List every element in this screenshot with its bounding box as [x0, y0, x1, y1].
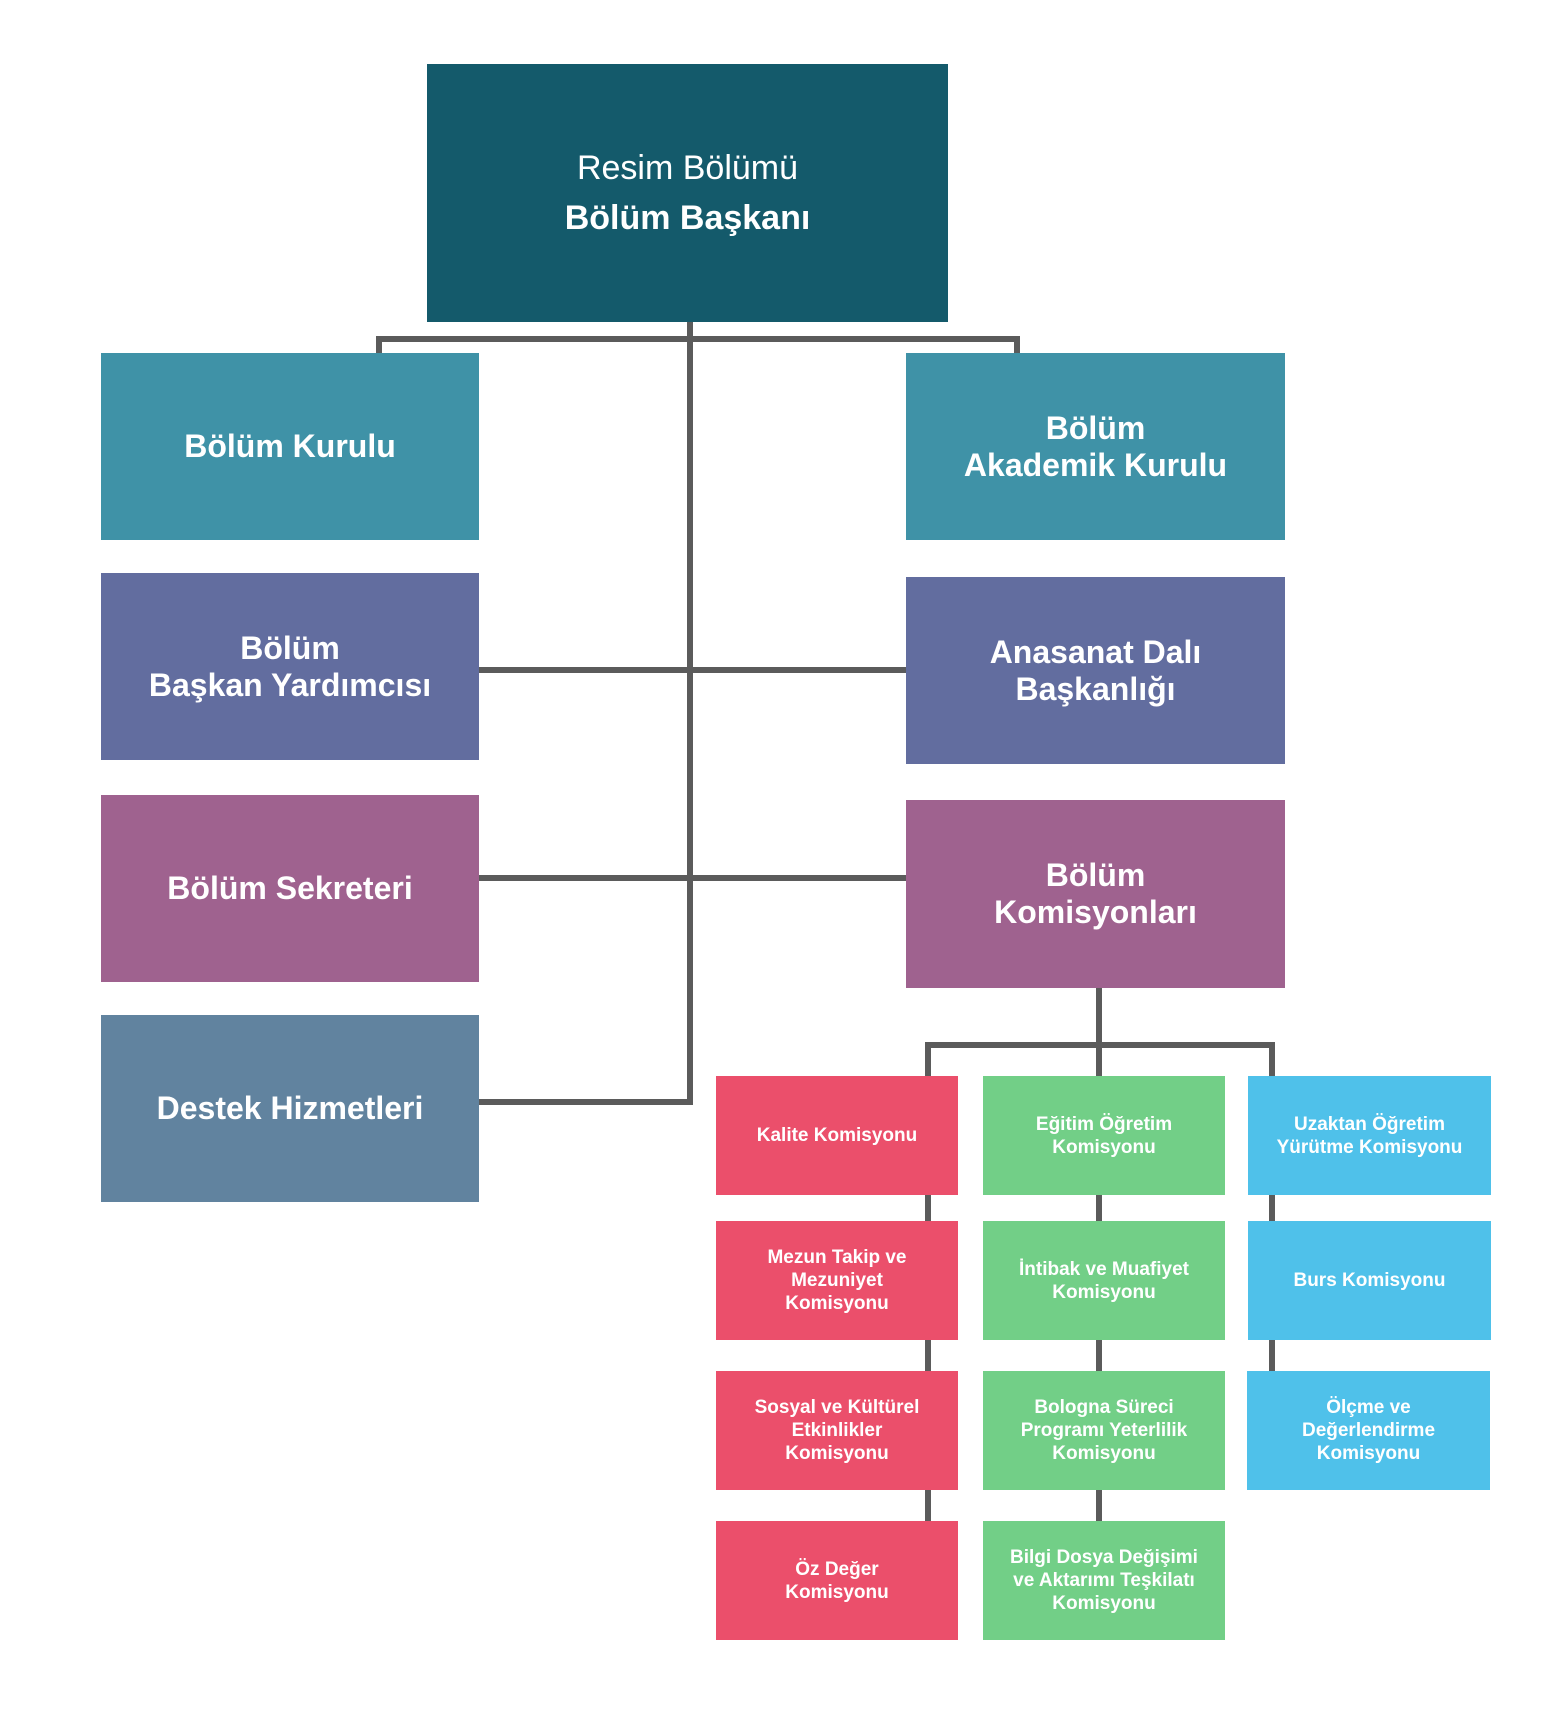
kalite-komisyonu-box: Kalite Komisyonu [716, 1076, 958, 1195]
intibak-muafiyet-box: İntibak ve Muafiyet Komisyonu [983, 1221, 1225, 1340]
oz-deger-box: Öz Değer Komisyonu [716, 1521, 958, 1640]
intibak-muafiyet-line2: Komisyonu [1052, 1281, 1156, 1303]
bolum-kurulu-label: Bölüm Kurulu [184, 428, 396, 464]
bilgi-dosya-line2: ve Aktarımı Teşkilatı [1013, 1570, 1195, 1591]
sosyal-kulturel-line3: Komisyonu [785, 1443, 889, 1464]
burs-komisyonu-box: Burs Komisyonu [1248, 1221, 1491, 1340]
connectors [376, 322, 1275, 1521]
destek-hizmetleri-label: Destek Hizmetleri [156, 1090, 424, 1126]
uzaktan-ogretim-line2: Yürütme Komisyonu [1276, 1136, 1463, 1158]
egitim-ogretim-line2: Komisyonu [1052, 1136, 1156, 1158]
anasanat-dali-box: Anasanat Dalı Başkanlığı [906, 577, 1285, 764]
bolum-sekreteri-box: Bölüm Sekreteri [101, 795, 479, 982]
baskan-yardimcisi-line2: Başkan Yardımcısı [148, 666, 432, 703]
bolum-komisyonlari-line2: Komisyonları [994, 894, 1197, 930]
mezun-takip-line1: Mezun Takip ve [767, 1247, 907, 1268]
akademik-kurulu-box: Bölüm Akademik Kurulu [906, 353, 1285, 540]
bilgi-dosya-box: Bilgi Dosya Değişimi ve Aktarımı Teşkila… [983, 1521, 1225, 1640]
sosyal-kulturel-line2: Etkinlikler [791, 1420, 883, 1441]
olcme-degerlendirme-box: Ölçme ve Değerlendirme Komisyonu [1247, 1371, 1490, 1490]
akademik-kurulu-line2: Akademik Kurulu [963, 446, 1228, 483]
olcme-degerlendirme-line2: Değerlendirme [1301, 1420, 1436, 1441]
egitim-ogretim-box: Eğitim Öğretim Komisyonu [983, 1076, 1225, 1195]
head-department: Resim Bölümü [576, 149, 799, 187]
uzaktan-ogretim-line1: Uzaktan Öğretim [1294, 1113, 1445, 1135]
bolum-komisyonlari-line1: Bölüm [1045, 857, 1146, 893]
destek-hizmetleri-box: Destek Hizmetleri [101, 1015, 479, 1202]
mezun-takip-line2: Mezuniyet [791, 1270, 883, 1291]
mezun-takip-box: Mezun Takip ve Mezuniyet Komisyonu [716, 1221, 958, 1340]
sosyal-kulturel-line1: Sosyal ve Kültürel [754, 1397, 920, 1418]
mezun-takip-line3: Komisyonu [785, 1293, 889, 1314]
bolum-sekreteri-label: Bölüm Sekreteri [167, 870, 413, 906]
kalite-komisyonu-line1: Kalite Komisyonu [756, 1125, 918, 1146]
head-title: Bölüm Başkanı [564, 199, 811, 237]
bologna-sureci-box: Bologna Süreci Programı Yeterlilik Komis… [983, 1371, 1225, 1490]
egitim-ogretim-line1: Eğitim Öğretim [1035, 1113, 1173, 1135]
sosyal-kulturel-box: Sosyal ve Kültürel Etkinlikler Komisyonu [716, 1371, 958, 1490]
oz-deger-line2: Komisyonu [785, 1581, 889, 1603]
burs-komisyonu-line1: Burs Komisyonu [1293, 1270, 1446, 1291]
bologna-sureci-line1: Bologna Süreci [1034, 1397, 1174, 1418]
baskan-yardimcisi-box: Bölüm Başkan Yardımcısı [101, 573, 479, 760]
head-box: Resim Bölümü Bölüm Başkanı [427, 64, 948, 322]
baskan-yardimcisi-line1: Bölüm [240, 629, 340, 666]
uzaktan-ogretim-box: Uzaktan Öğretim Yürütme Komisyonu [1248, 1076, 1491, 1195]
anasanat-dali-line1: Anasanat Dalı [989, 633, 1202, 670]
bilgi-dosya-line1: Bilgi Dosya Değişimi [1010, 1547, 1198, 1568]
bologna-sureci-line2: Programı Yeterlilik [1020, 1420, 1188, 1441]
akademik-kurulu-line1: Bölüm [1045, 409, 1146, 446]
olcme-degerlendirme-line3: Komisyonu [1316, 1443, 1421, 1464]
intibak-muafiyet-line1: İntibak ve Muafiyet [1019, 1258, 1189, 1280]
anasanat-dali-line2: Başkanlığı [1015, 670, 1176, 707]
bologna-sureci-line3: Komisyonu [1052, 1443, 1156, 1464]
bolum-kurulu-box: Bölüm Kurulu [101, 353, 479, 540]
olcme-degerlendirme-line1: Ölçme ve [1326, 1397, 1411, 1418]
oz-deger-line1: Öz Değer [795, 1558, 879, 1580]
bolum-komisyonlari-box: Bölüm Komisyonları [906, 800, 1285, 988]
bilgi-dosya-line3: Komisyonu [1052, 1593, 1156, 1614]
